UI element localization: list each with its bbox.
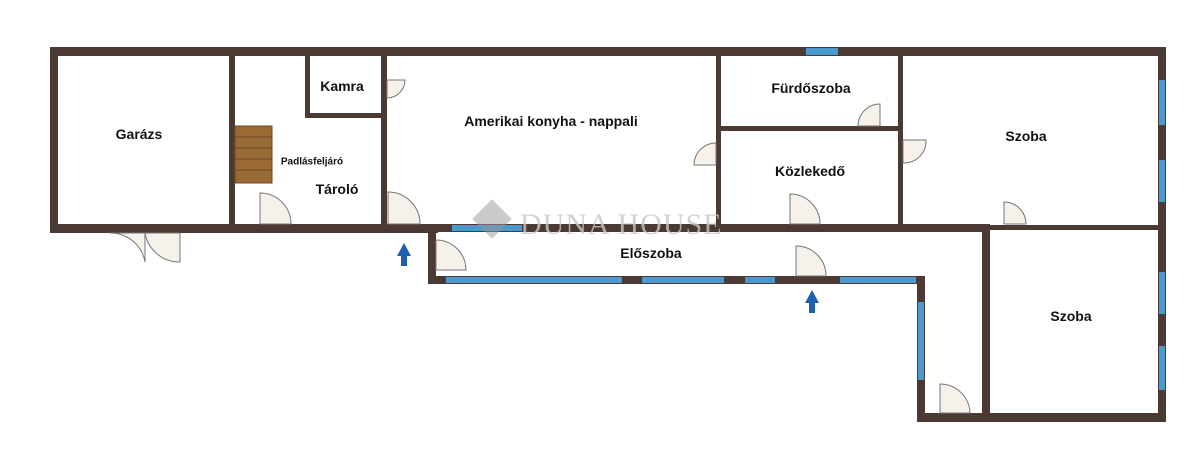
room-label-hall: Előszoba xyxy=(620,245,682,261)
room-label-bathroom: Fürdőszoba xyxy=(771,80,851,96)
room-label-room2: Szoba xyxy=(1050,308,1092,324)
watermark-logo-icon xyxy=(472,199,512,239)
attic-stairs-icon xyxy=(234,125,273,184)
door-icon xyxy=(435,239,467,271)
door-icon xyxy=(789,193,821,225)
attic-stairs-label: Padlásfeljáró xyxy=(280,156,344,168)
entrance-arrow-icon xyxy=(397,243,411,266)
entrance-arrows xyxy=(397,243,819,313)
room-label-kitchen-living: Amerikai konyha - nappali xyxy=(464,113,638,129)
room-label-storage: Tároló xyxy=(315,181,359,197)
entrance-arrow-icon xyxy=(805,290,819,313)
door-icon xyxy=(693,142,717,166)
door-icon xyxy=(857,103,881,127)
door-icon xyxy=(386,79,406,99)
room-label-garage: Garázs xyxy=(115,126,163,142)
doors xyxy=(109,79,1027,414)
watermark: DUNA HOUSE xyxy=(520,208,723,241)
door-icon xyxy=(1003,201,1027,225)
garage-double-door-icon xyxy=(109,232,181,263)
door-icon xyxy=(795,245,827,277)
door-icon xyxy=(902,139,927,164)
door-icon xyxy=(259,192,292,225)
room-label-room1: Szoba xyxy=(1005,128,1047,144)
door-icon xyxy=(387,191,421,225)
room-label-corridor: Közlekedő xyxy=(774,163,846,179)
door-icon xyxy=(939,383,971,414)
room-label-pantry: Kamra xyxy=(320,78,364,94)
